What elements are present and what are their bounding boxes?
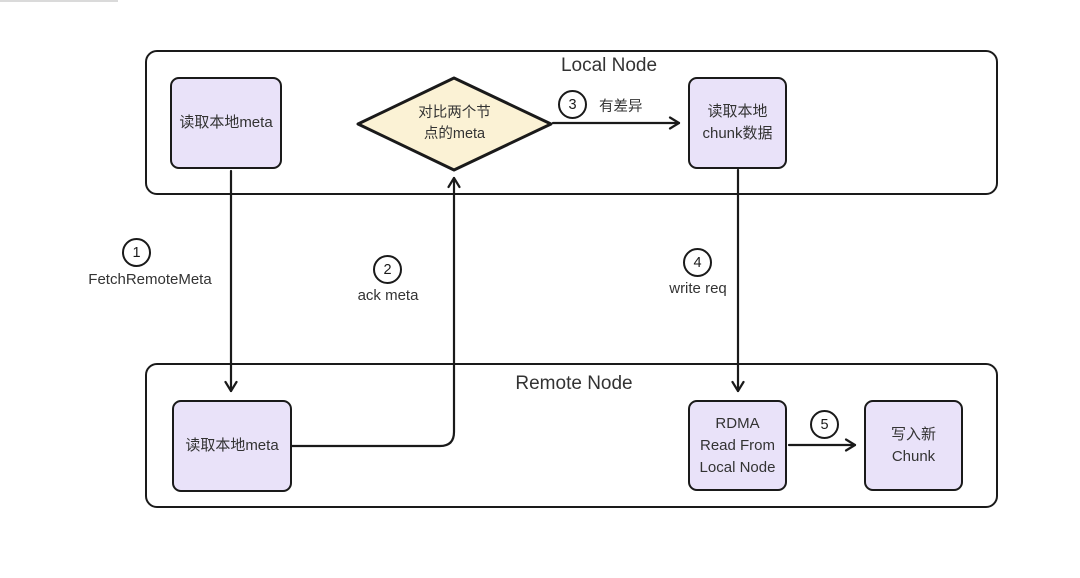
step-4-label: write req xyxy=(669,280,727,297)
compare-meta-line1: 对比两个节 xyxy=(418,105,491,121)
local-read-chunk-box: 读取本地 chunk数据 xyxy=(688,77,787,169)
remote-node-container xyxy=(145,363,998,508)
step-4-number: 4 xyxy=(693,254,702,271)
top-edge-artifact xyxy=(0,0,118,2)
step-2-badge: 2 xyxy=(373,255,402,284)
step-4-badge: 4 xyxy=(683,248,712,277)
local-read-meta-box: 读取本地meta xyxy=(170,77,282,169)
rdma-read-box: RDMA Read From Local Node xyxy=(688,400,787,491)
step-3-label: 有差异 xyxy=(599,99,643,115)
remote-node-label: Remote Node xyxy=(515,373,633,394)
remote-read-meta-text: 读取本地meta xyxy=(185,437,279,454)
step-3-number: 3 xyxy=(568,96,577,113)
local-node-container xyxy=(145,50,998,195)
step-5-badge: 5 xyxy=(810,410,839,439)
rdma-read-line1: RDMA xyxy=(715,414,760,432)
rdma-read-line2: Read From xyxy=(699,436,776,454)
compare-meta-line2: 点的meta xyxy=(423,126,486,142)
step-3-badge: 3 xyxy=(558,90,587,119)
remote-read-meta-box: 读取本地meta xyxy=(172,400,292,492)
local-read-chunk-line2: chunk数据 xyxy=(702,125,773,142)
step-2-number: 2 xyxy=(383,261,392,278)
rdma-read-line3: Local Node xyxy=(699,458,776,476)
step-1-number: 1 xyxy=(132,244,141,261)
step-1-label: FetchRemoteMeta xyxy=(88,271,212,288)
local-node-label: Local Node xyxy=(560,55,658,76)
write-new-chunk-box: 写入新 Chunk xyxy=(864,400,963,491)
step-2-label: ack meta xyxy=(357,287,419,304)
step-1-badge: 1 xyxy=(122,238,151,267)
write-new-chunk-line2: Chunk xyxy=(891,447,936,465)
local-read-meta-text: 读取本地meta xyxy=(179,114,273,131)
step-5-number: 5 xyxy=(820,416,829,433)
write-new-chunk-line1: 写入新 xyxy=(890,425,936,443)
local-read-chunk-line1: 读取本地 xyxy=(707,103,768,120)
compare-meta-diamond-label: 对比两个节 点的meta xyxy=(384,103,525,145)
